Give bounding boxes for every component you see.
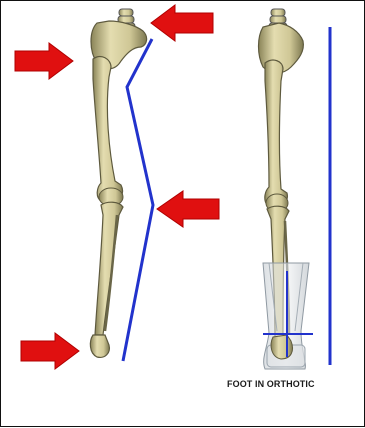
- red-arrow-right: [21, 333, 79, 369]
- misaligned-axis-line: [123, 39, 153, 361]
- orthotic-caption: FOOT IN ORTHOTIC: [227, 379, 315, 390]
- femur-right: [265, 60, 288, 207]
- red-arrow-left: [151, 5, 213, 41]
- red-arrow-left: [157, 191, 219, 227]
- red-arrow-right: [15, 43, 73, 79]
- tibia-left: [95, 202, 123, 335]
- foot-right: [271, 335, 292, 359]
- femur-left: [93, 57, 123, 201]
- foot-left: [90, 335, 109, 357]
- left-leg-skeleton: [90, 9, 146, 357]
